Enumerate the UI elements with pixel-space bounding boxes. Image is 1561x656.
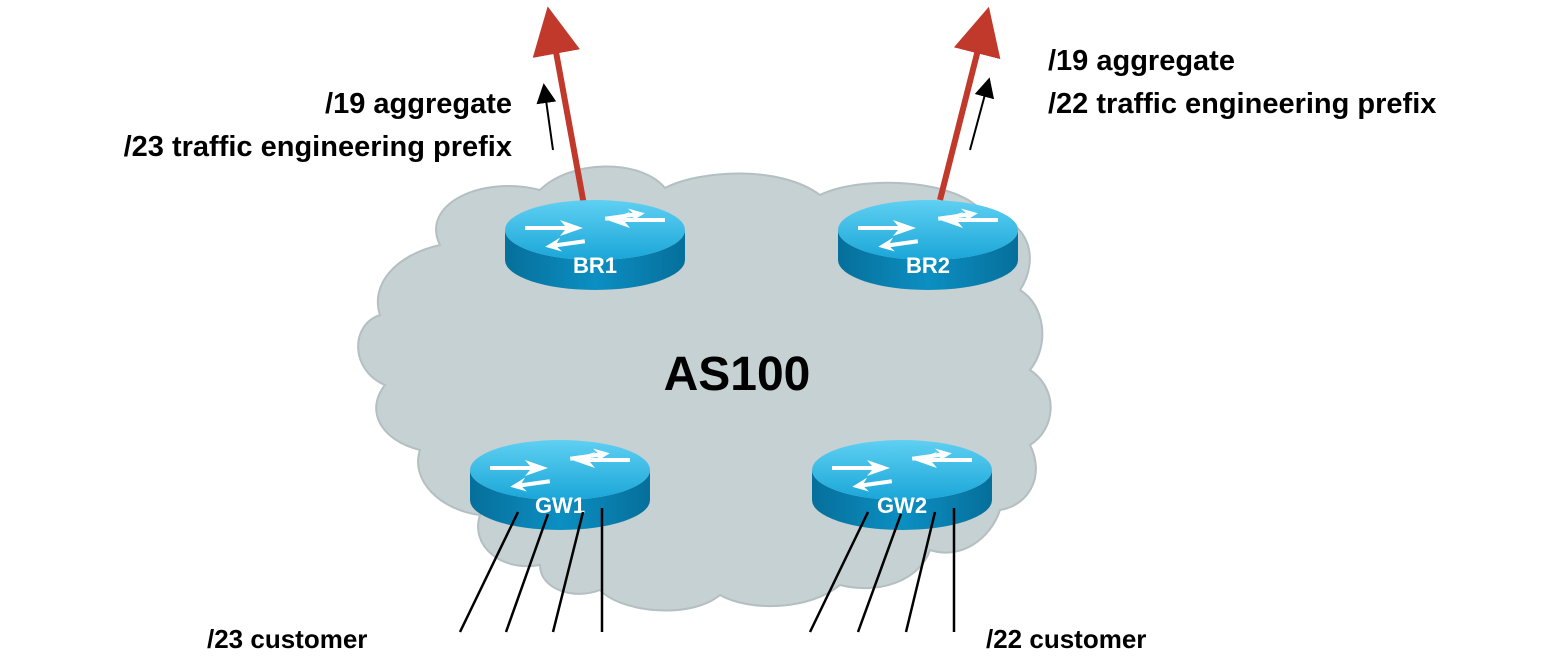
left-customer-label: /23 customer bbox=[207, 624, 367, 654]
right-customer-label: /22 customer bbox=[986, 624, 1146, 654]
right-announcement-line1: /19 aggregate bbox=[1048, 45, 1235, 77]
router-br2: BR2 bbox=[838, 200, 1018, 290]
right-announcement-line2: /22 traffic engineering prefix bbox=[1048, 88, 1436, 120]
router-br1-label: BR1 bbox=[573, 253, 617, 278]
router-gw1-label: GW1 bbox=[535, 493, 585, 518]
router-gw2: GW2 bbox=[812, 440, 992, 530]
left-announcement-line1: /19 aggregate bbox=[325, 88, 512, 120]
as-label: AS100 bbox=[664, 348, 811, 401]
router-gw2-label: GW2 bbox=[877, 493, 927, 518]
router-br2-label: BR2 bbox=[906, 253, 950, 278]
gw2-customer-links bbox=[808, 508, 956, 633]
right-announcement-arrow bbox=[969, 77, 995, 151]
left-announcement-line2: /23 traffic engineering prefix bbox=[124, 131, 512, 163]
br1-upstream-arrow bbox=[532, 6, 587, 206]
left-announcement-arrow bbox=[536, 83, 557, 151]
router-br1: BR1 bbox=[505, 200, 685, 290]
gw1-customer-links bbox=[458, 508, 604, 633]
router-gw1: GW1 bbox=[470, 440, 650, 530]
br2-upstream-arrow bbox=[937, 6, 1001, 201]
